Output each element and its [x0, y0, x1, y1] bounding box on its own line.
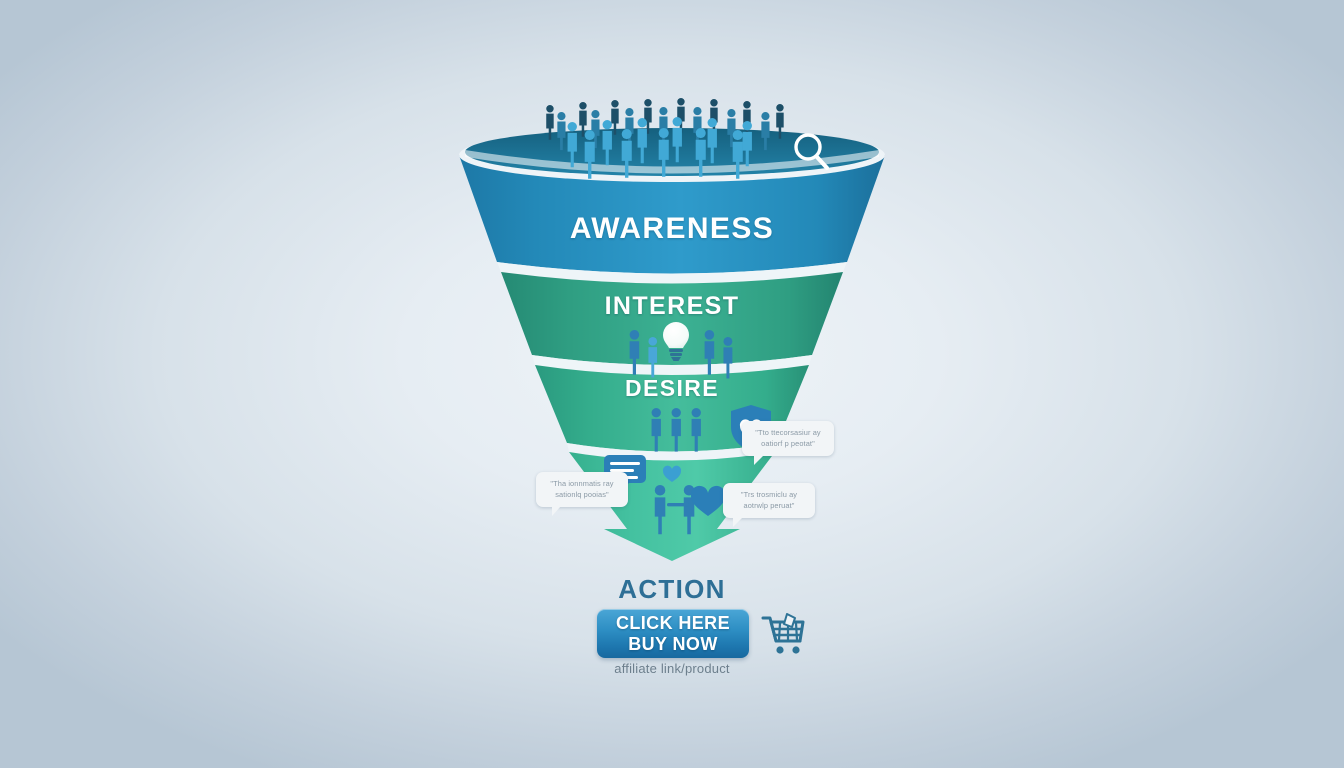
testimonial-bubble-left: "Tha ionnmatis ray sationlq pooias": [536, 472, 628, 518]
cta-line-secondary: BUY NOW: [628, 633, 718, 654]
funnel-stage-label-interest: INTEREST: [604, 292, 740, 320]
action-stage-title: ACTION: [618, 574, 726, 604]
testimonial-bubble-bottom-right: "Trs trosmiclu ay aotrwlp peruat": [723, 483, 815, 529]
testimonial-bubble-top-right: "Tto ttecorsasiur ay oatiorf p peotat": [742, 421, 834, 467]
desire-people-group: [651, 408, 701, 452]
affiliate-link-caption: affiliate link/product: [614, 661, 730, 676]
interest-people-group: [629, 330, 733, 379]
funnel-divider-2: [532, 355, 812, 375]
cta-line-primary: CLICK HERE: [615, 613, 730, 634]
funnel-top-rim: [459, 128, 885, 182]
lightbulb-icon: [663, 322, 689, 361]
couple-with-hearts-icon: [654, 465, 726, 535]
shopping-cart-icon: [760, 611, 808, 657]
funnel-stage-label-desire: DESIRE: [624, 375, 720, 401]
cta-buy-now-button[interactable]: CLICK HERE BUY NOW: [597, 609, 749, 658]
funnel-divider-1: [497, 262, 847, 284]
magnifying-glass-icon: [794, 133, 830, 171]
funnel-band-awareness: [459, 155, 885, 274]
funnel-stage-label-awareness: AWARENESS: [569, 212, 775, 245]
crowd-of-people-icon: [546, 98, 784, 179]
funnel-band-interest: [501, 272, 843, 365]
